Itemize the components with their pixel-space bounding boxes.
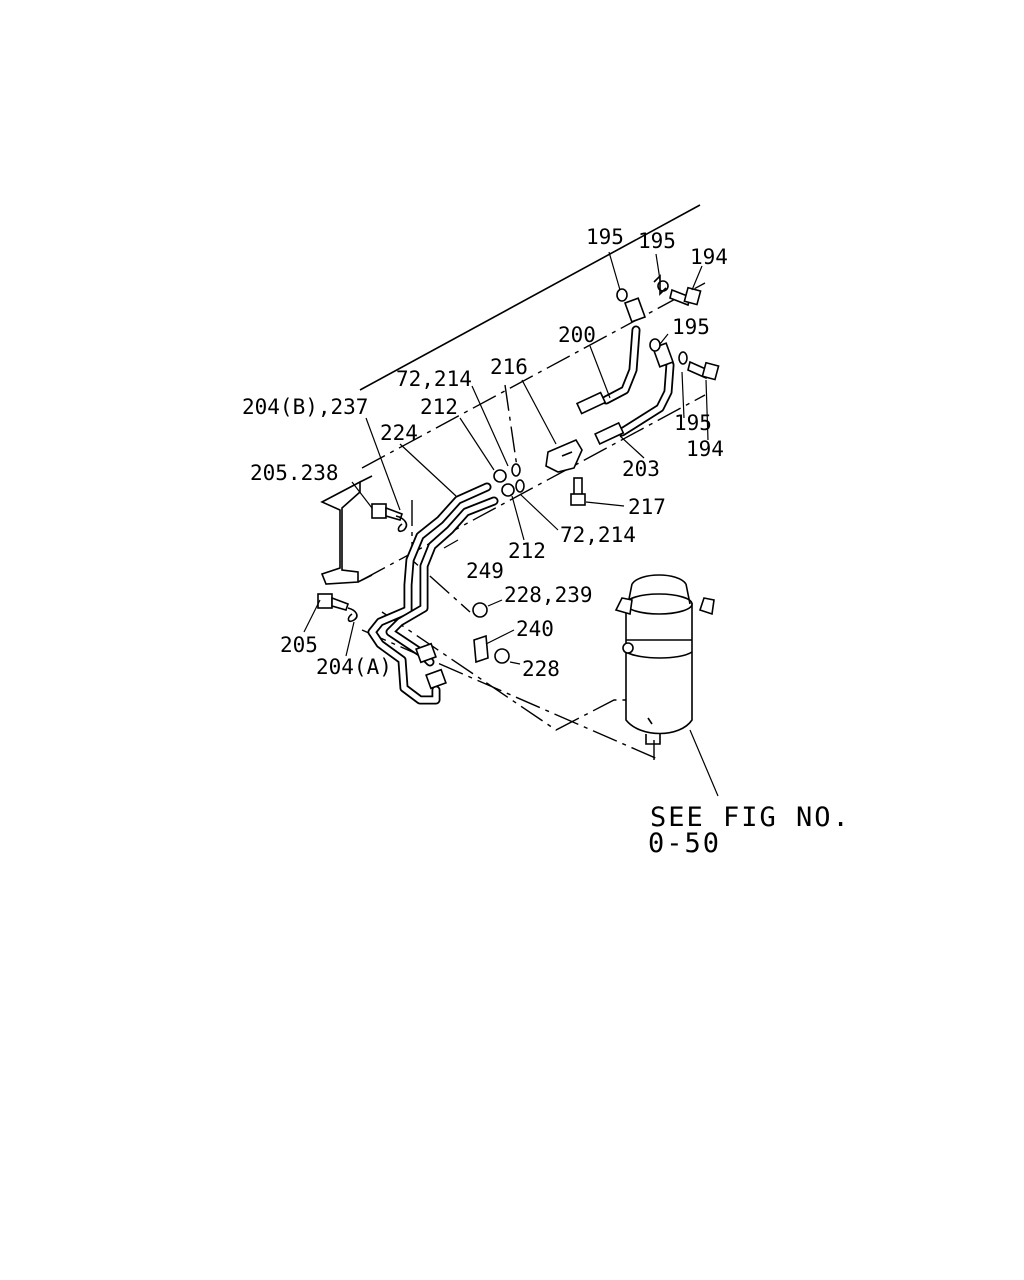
callout-212: 212 [420, 395, 458, 419]
callout-204b-237: 204(B),237 [242, 395, 368, 419]
callout-195: 195 [672, 315, 710, 339]
callout-195: 195 [674, 411, 712, 435]
callout-224: 224 [380, 421, 418, 445]
callout-249: 249 [466, 559, 504, 583]
frame-rail [320, 204, 706, 585]
callout-72-214: 72,214 [560, 523, 636, 547]
callout-212: 212 [508, 539, 546, 563]
callout-194: 194 [690, 245, 728, 269]
callout-195: 195 [586, 225, 624, 249]
callout-240: 240 [516, 617, 554, 641]
callout-217: 217 [628, 495, 666, 519]
note-line-1: SEE FIG NO. [650, 802, 851, 833]
reference-note: SEE FIG NO. 0-50 [648, 802, 851, 859]
callout-72-214: 72,214 [396, 367, 472, 391]
fuel-pipes [367, 325, 675, 705]
callout-194: 194 [686, 437, 724, 461]
callout-204a: 204(A) [316, 655, 392, 679]
note-line-2: 0-50 [648, 828, 721, 859]
fittings [317, 274, 720, 690]
callout-228: 228 [522, 657, 560, 681]
leader-lines [303, 251, 719, 797]
callout-205: 205 [280, 633, 318, 657]
callout-205-238: 205.238 [250, 461, 339, 485]
callout-200: 200 [558, 323, 596, 347]
callout-216: 216 [490, 355, 528, 379]
callout-203: 203 [622, 457, 660, 481]
callout-228-239: 228,239 [504, 583, 593, 607]
callout-195: 195 [638, 229, 676, 253]
fuel-filter [614, 574, 715, 745]
callout-labels: 195 195 194 195 200 216 72,214 204(B),23… [242, 225, 728, 681]
